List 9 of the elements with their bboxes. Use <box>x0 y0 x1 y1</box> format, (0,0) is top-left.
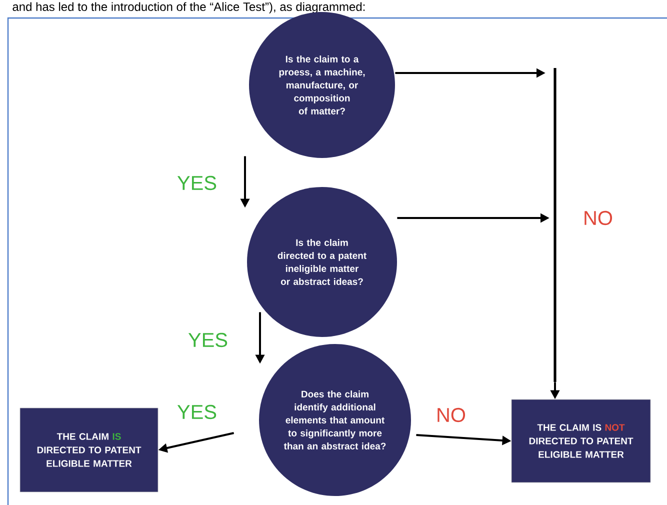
result-box: THE CLAIM IS DIRECTED TO PATENT ELIGIBLE MATTER <box>20 408 158 492</box>
caption-text: and has led to the introduction of the “Alice Test”), as diagrammed: <box>12 2 365 14</box>
branch-label: NO <box>584 210 612 226</box>
vertical-bar <box>554 68 556 382</box>
edge-label: YES <box>176 174 218 192</box>
edge-label: YES <box>176 404 218 420</box>
edge-label: YES <box>187 332 230 348</box>
edge-label: NO <box>435 406 467 424</box>
result-box: THE CLAIM IS NOT DIRECTED TO PATENT ELIGIBLE MATTER <box>511 399 651 483</box>
